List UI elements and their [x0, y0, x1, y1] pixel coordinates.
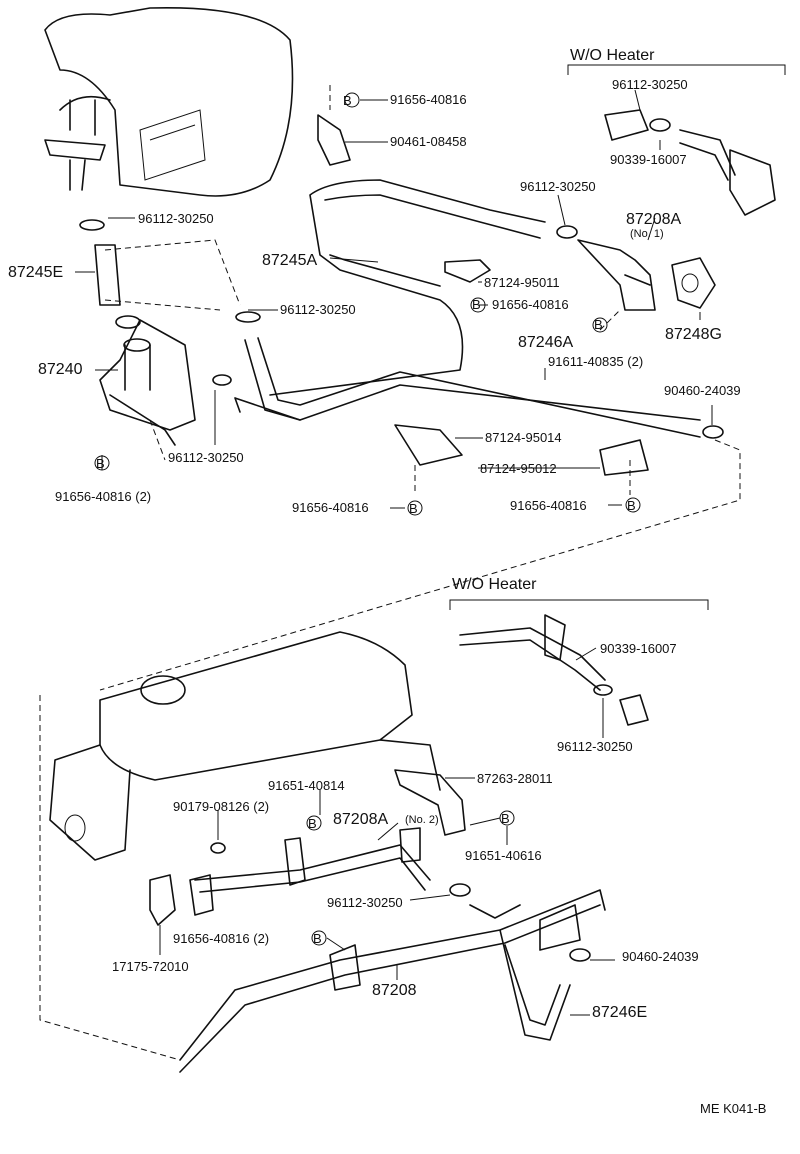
part-label[interactable]: 96112-30250 — [557, 739, 633, 754]
part-label[interactable]: 87208A — [626, 211, 682, 228]
part-label[interactable]: 96112-30250 — [612, 77, 688, 92]
part-label[interactable]: 91656-40816 — [492, 297, 569, 312]
part-label[interactable]: 90460-24039 — [622, 949, 699, 964]
bolt-marker: B — [96, 456, 105, 471]
part-label[interactable]: 87208 — [372, 982, 417, 999]
part-label[interactable]: 90339-16007 — [600, 641, 677, 656]
bolt-marker: B — [472, 297, 481, 312]
part-label[interactable]: 87245E — [8, 264, 64, 281]
valve-87240 — [99, 319, 196, 446]
part-label[interactable]: 90339-16007 — [610, 152, 687, 167]
part-label[interactable]: 91656-40816 — [292, 500, 369, 515]
bolt-marker: B — [343, 93, 352, 108]
part-label[interactable]: 87124-95011 — [484, 275, 560, 290]
part-label[interactable]: 91656-40816 (2) — [55, 489, 152, 504]
part-label[interactable]: 91656-40816 — [390, 92, 467, 107]
part-label[interactable]: 96112-30250 — [327, 895, 403, 910]
part-label[interactable]: 96112-30250 — [138, 211, 214, 226]
bolt-marker: B — [501, 811, 510, 826]
part-label[interactable]: 87124-95014 — [485, 430, 562, 445]
part-label[interactable]: 91651-40814 — [268, 778, 345, 793]
part-label[interactable]: 90461-08458 — [390, 134, 467, 149]
part-label[interactable]: 90460-24039 — [664, 383, 741, 398]
part-label[interactable]: 91656-40816 — [510, 498, 587, 513]
bolt-marker: B — [627, 498, 636, 513]
bolt-marker: B — [409, 501, 418, 516]
part-label[interactable]: 91651-40616 — [465, 848, 542, 863]
part-label[interactable]: 87263-28011 — [477, 771, 553, 786]
part-label[interactable]: 87124-95012 — [480, 461, 557, 476]
part-label[interactable]: 90179-08126 (2) — [173, 799, 270, 814]
part-label[interactable]: 96112-30250 — [520, 179, 596, 194]
part-label[interactable]: 17175-72010 — [112, 959, 189, 974]
part-label[interactable]: 87240 — [38, 361, 83, 378]
part-label[interactable]: 87245A — [262, 252, 318, 269]
part-sublabel: (No. 1) — [630, 228, 664, 240]
part-label[interactable]: 96112-30250 — [280, 302, 356, 317]
variant-header-bottom: W/O Heater — [452, 576, 537, 593]
engine-block-top — [44, 6, 294, 197]
bolt-marker: B — [594, 317, 603, 332]
clamp-icon — [79, 118, 724, 439]
part-label[interactable]: 87248G — [665, 326, 722, 343]
part-label[interactable]: 96112-30250 — [168, 450, 244, 465]
variant-header-top: W/O Heater — [570, 47, 655, 64]
part-label[interactable]: 87246E — [592, 1004, 648, 1021]
bolt-icon — [306, 810, 515, 946]
part-label[interactable]: 91611-40835 (2) — [548, 354, 644, 369]
bolt-marker: B — [308, 816, 317, 831]
part-label[interactable]: 87246A — [518, 334, 574, 351]
part-label[interactable]: 87208A — [333, 811, 389, 828]
part-label[interactable]: 91656-40816 (2) — [173, 931, 270, 946]
bolt-marker: B — [313, 931, 322, 946]
figure-code: ME K041-B — [700, 1101, 767, 1116]
part-sublabel: (No. 2) — [405, 814, 439, 826]
